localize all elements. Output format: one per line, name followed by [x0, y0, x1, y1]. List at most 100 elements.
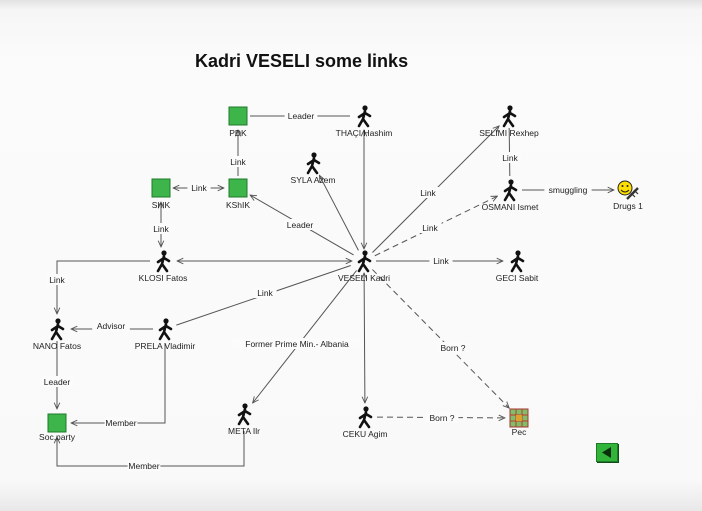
back-button[interactable] [596, 443, 618, 462]
edge-veseli-syla [319, 175, 359, 251]
edge-line [71, 343, 166, 423]
edge-label-bg [187, 182, 211, 193]
edge-label: Link [502, 153, 518, 163]
node-prela[interactable]: PRELA Vladimir [135, 318, 196, 351]
node-klosi[interactable]: KLOSI Fatos [139, 250, 188, 283]
edge-label-bg [429, 255, 453, 266]
node-label: NANO Fatos [33, 341, 81, 351]
edge-label: Link [191, 183, 207, 193]
edge-kshik-pdk: Link [226, 130, 250, 176]
node-label: Pec [512, 427, 527, 437]
edge-label-bg [104, 417, 138, 428]
edge-line [372, 269, 509, 408]
edge-label-bg [230, 338, 364, 349]
edge-line [364, 273, 365, 403]
edge-label: Link [230, 157, 246, 167]
node-label: KShIK [226, 200, 250, 210]
node-socparty[interactable]: Soc.party [39, 413, 76, 442]
node-osmani[interactable]: OSMANI Ismet [482, 179, 539, 212]
person-walking-icon [237, 403, 252, 426]
person-walking-icon [357, 250, 372, 273]
edge-label-bg [425, 412, 459, 423]
node-label: SELIMI Rexhep [479, 128, 539, 138]
node-thaci[interactable]: THAÇI Hashim [336, 105, 393, 138]
green-square-icon [228, 178, 248, 198]
node-ceku[interactable]: CEKU Agim [343, 406, 388, 439]
node-label: PDK [229, 128, 247, 138]
edge-label-bg [544, 184, 592, 195]
person-walking-icon [358, 406, 373, 429]
node-syla[interactable]: SYLA Azem [291, 152, 336, 185]
node-label: CEKU Agim [343, 429, 388, 439]
node-drugs[interactable]: Drugs 1 [613, 180, 643, 211]
diagram-title: Kadri VESELI some links [195, 51, 409, 71]
edge-label: Link [257, 288, 273, 298]
person-walking-icon [503, 179, 518, 202]
edge-line [374, 196, 498, 257]
node-veseli[interactable]: VESELI Kadri [338, 250, 390, 283]
edge-ceku-pec: Born ? [376, 412, 505, 423]
node-pec[interactable]: Pec [509, 408, 529, 437]
edge-label: Born ? [429, 413, 454, 423]
node-label: PRELA Vladimir [135, 341, 196, 351]
node-label: VESELI Kadri [338, 273, 390, 283]
edge-veseli-ceku [364, 273, 365, 403]
node-label: Soc.party [39, 432, 76, 442]
person-walking-icon [50, 318, 65, 341]
edge-label-bg [284, 110, 318, 121]
edge-label: smuggling [549, 185, 588, 195]
node-nano[interactable]: NANO Fatos [33, 318, 81, 351]
edge-label: Advisor [97, 321, 126, 331]
edge-veseli-pec: Born ? [372, 269, 509, 408]
edge-label-bg [226, 156, 250, 167]
node-label: SYLA Azem [291, 175, 336, 185]
edge-label-bg [416, 187, 440, 198]
node-label: ShIK [152, 200, 171, 210]
map-grid-icon [509, 408, 529, 428]
edge-prela-veseli: Link [176, 265, 351, 326]
person-walking-icon [510, 250, 525, 273]
edge-label-bg [40, 376, 74, 387]
edge-label: Member [105, 418, 136, 428]
edge-veseli-geci: Link [376, 255, 503, 266]
edge-label-bg [498, 152, 522, 163]
edge-label: Born ? [440, 343, 465, 353]
edge-label: Leader [287, 220, 314, 230]
node-shik[interactable]: ShIK [151, 178, 171, 210]
edge-label: Link [433, 256, 449, 266]
node-label: META Ilr [228, 426, 260, 436]
person-walking-icon [158, 318, 173, 341]
node-pdk[interactable]: PDK [228, 106, 248, 138]
edge-label-bg [436, 342, 470, 353]
edge-label-bg [418, 222, 442, 233]
edge-veseli-selimi: Link [372, 126, 499, 253]
node-meta[interactable]: META Ilr [228, 403, 260, 436]
node-label: Drugs 1 [613, 201, 643, 211]
edge-label: Leader [288, 111, 315, 121]
node-geci[interactable]: GECI Sabit [496, 250, 539, 283]
edge-label-bg [253, 287, 277, 298]
edge-label-bg [127, 460, 161, 471]
edge-selimi-osmani: Link [498, 127, 522, 177]
edge-label: Former Prime Min.- Albania [245, 339, 349, 349]
person-walking-icon [306, 152, 321, 175]
edge-label: Link [49, 275, 65, 285]
node-kshik[interactable]: KShIK [226, 178, 250, 210]
node-selimi[interactable]: SELIMI Rexhep [479, 105, 539, 138]
edge-label: Link [422, 223, 438, 233]
node-label: OSMANI Ismet [482, 202, 539, 212]
edge-label: Member [128, 461, 159, 471]
edge-veseli-meta: Former Prime Min.- Albania [230, 270, 364, 403]
green-square-icon [47, 413, 67, 433]
edge-prela-socparty: Member [71, 343, 166, 428]
node-label: GECI Sabit [496, 273, 539, 283]
smiley-syringe-icon [617, 180, 639, 200]
node-label: KLOSI Fatos [139, 273, 188, 283]
edge-line [57, 260, 150, 314]
edge-label: Leader [44, 377, 71, 387]
edge-label: Link [420, 188, 436, 198]
